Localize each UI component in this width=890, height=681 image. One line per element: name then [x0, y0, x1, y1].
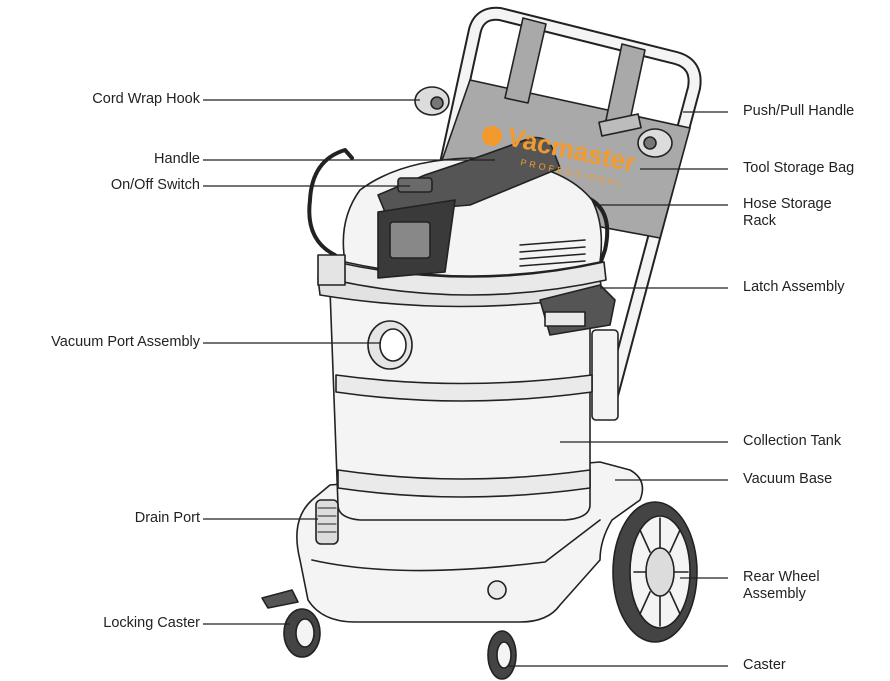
rear-wheel-hub	[645, 547, 675, 597]
motor-head-vents	[519, 239, 586, 267]
caster-hub	[496, 641, 512, 669]
label-tool-storage-bag: Tool Storage Bag	[743, 160, 855, 176]
locking-caster-hub	[295, 618, 315, 648]
switch-window	[389, 221, 431, 259]
label-latch-assembly: Latch Assembly	[743, 279, 845, 295]
tank-band-2	[337, 469, 591, 498]
label-rear-wheel-assembly-line2: Assembly	[743, 586, 806, 602]
brand-logo-mark	[482, 126, 502, 146]
label-hose-storage-rack-line2: Rack	[743, 213, 777, 229]
latch-front	[544, 311, 586, 327]
label-hose-storage-rack: Hose Storage Rack	[743, 196, 832, 230]
locking-caster-lever	[261, 589, 299, 609]
base-foot	[487, 580, 507, 600]
label-vacuum-port-assembly: Vacuum Port Assembly	[51, 334, 200, 350]
vacuum-port-inner	[379, 328, 407, 362]
push-pull-handle-frame-inner	[420, 8, 700, 400]
rear-column	[591, 329, 619, 421]
top-handle	[377, 136, 561, 213]
hose-rack-wire	[307, 148, 354, 257]
label-rear-wheel-assembly: Rear Wheel Assembly	[743, 569, 820, 603]
label-on-off-switch: On/Off Switch	[110, 177, 200, 193]
label-cord-wrap-hook: Cord Wrap Hook	[92, 91, 200, 107]
drain-port-ridges	[317, 507, 337, 533]
label-locking-caster: Locking Caster	[103, 615, 200, 631]
bag-tab	[598, 113, 642, 137]
label-push-pull-handle: Push/Pull Handle	[743, 103, 855, 119]
bag-strap-right	[605, 43, 646, 126]
label-vacuum-base: Vacuum Base	[743, 471, 833, 487]
label-hose-storage-rack-line1: Hose Storage	[743, 196, 832, 212]
cord-wrap-hook-right-bolt	[643, 136, 657, 150]
drain-port-cap	[315, 499, 339, 545]
label-drain-port: Drain Port	[134, 510, 200, 526]
rear-wheel-spokes	[633, 517, 689, 627]
leader-lines	[203, 99, 728, 667]
label-caster: Caster	[743, 657, 786, 673]
tank-band-1	[335, 374, 593, 402]
latch-side	[317, 254, 346, 286]
label-handle: Handle	[154, 151, 200, 167]
cord-wrap-hook-left-bolt	[430, 96, 444, 110]
base-rim	[311, 519, 601, 572]
motor-head-band	[333, 261, 607, 296]
on-off-button	[397, 177, 433, 193]
label-collection-tank: Collection Tank	[743, 433, 842, 449]
label-rear-wheel-assembly-line1: Rear Wheel	[743, 569, 820, 585]
bag-strap-left	[504, 17, 547, 104]
